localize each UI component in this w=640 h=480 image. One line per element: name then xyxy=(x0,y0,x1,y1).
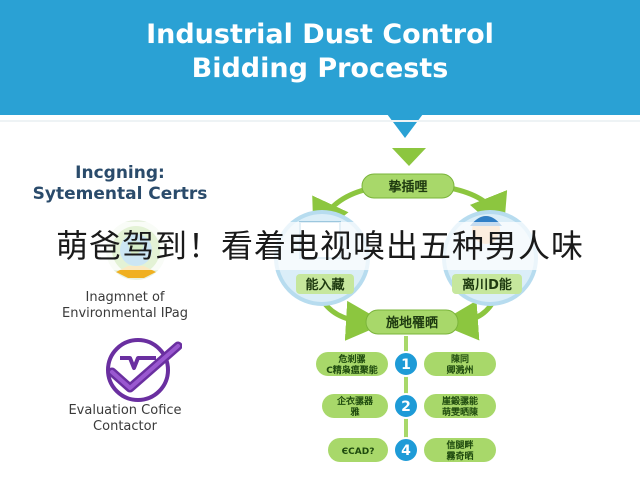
left-node-label-bg xyxy=(296,274,354,294)
step1-right-line2: 卿溅州 xyxy=(446,364,473,376)
step1-left-pill xyxy=(316,352,388,376)
step2-right-line2: 萌雯晒陳 xyxy=(442,406,479,418)
step2-right-line1: 崖鍛骡能 xyxy=(442,395,478,407)
step3-badge xyxy=(393,437,419,463)
step1-badge xyxy=(393,351,419,377)
overlay-banner-bg xyxy=(0,222,640,270)
item1-caption-line1: Inagmnet of xyxy=(85,290,165,305)
right-node-label-bg xyxy=(452,274,522,294)
top-node xyxy=(361,173,455,199)
step3-number: 4 xyxy=(401,443,411,459)
top-node-label: 挚插哩 xyxy=(388,179,427,195)
step1-left-line2: C精枭瘟聚能 xyxy=(326,364,378,376)
lime-pointer xyxy=(392,148,426,166)
step3-right-pill xyxy=(424,438,496,462)
item1-caption: Inagmnet of Environmental IPag xyxy=(10,290,240,322)
bottom-node xyxy=(365,309,459,335)
step1-left-line1: 危剎骡 xyxy=(337,353,365,365)
step3-left-pill xyxy=(328,438,388,462)
item1-caption-line2: Environmental IPag xyxy=(61,306,189,321)
item2-caption-line2: Contactor xyxy=(93,419,157,434)
page-title-line2: Bidding Procests xyxy=(191,53,449,84)
step2-left-pill xyxy=(322,394,388,418)
page-title-line1: Industrial Dust Control xyxy=(146,19,494,50)
title-pointer xyxy=(387,114,423,138)
step3-right-line2: 霧奇晒 xyxy=(445,450,473,462)
overlay-banner-text: 萌爸驾到！看着电视嗅出五种男人味 xyxy=(55,227,584,265)
left-heading-line1: Incgning: xyxy=(75,163,165,183)
section-divider xyxy=(0,120,640,122)
process-cycle-diagram: 挚插哩 能入藏 离川D能 施地罹晒 危剎骡 C精枭瘟聚能 陳同 卿溅州 1 企衣… xyxy=(274,148,538,463)
step1-number: 1 xyxy=(401,357,411,373)
step2-left-line2: 雅 xyxy=(349,406,359,418)
left-node-label: 能入藏 xyxy=(305,277,344,293)
step2-number: 2 xyxy=(401,399,411,415)
page-title: Industrial Dust Control Bidding Procests xyxy=(0,18,640,86)
left-heading-line2: Sytemental Certrs xyxy=(32,184,208,204)
left-panel-heading: Incgning: Sytemental Certrs xyxy=(0,163,240,205)
step2-left-line1: 企衣骡器 xyxy=(336,395,374,407)
step3-right-line1: 信腿畔 xyxy=(446,439,473,451)
step3-left-line1: ЄCAD? xyxy=(342,447,375,457)
step1-right-pill xyxy=(424,352,496,376)
step2-badge xyxy=(393,393,419,419)
item2-caption: Evaluation Cofice Contactor xyxy=(10,403,240,435)
step1-right-line1: 陳同 xyxy=(451,353,469,365)
item2-caption-line1: Evaluation Cofice xyxy=(68,403,182,418)
purple-checkmark-icon xyxy=(106,338,182,402)
bottom-node-label: 施地罹晒 xyxy=(386,315,438,331)
title-banner xyxy=(0,0,640,115)
right-node-label: 离川D能 xyxy=(462,277,512,293)
step2-right-pill xyxy=(424,394,496,418)
